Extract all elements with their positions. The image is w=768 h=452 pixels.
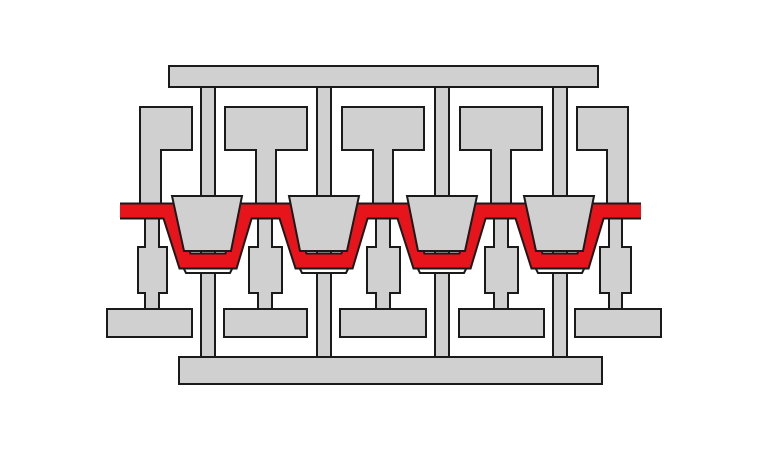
forming-die — [170, 195, 244, 252]
lower-plunger — [484, 215, 519, 310]
upper-punch — [341, 106, 425, 207]
lower-plunger — [137, 215, 168, 310]
upper-punch — [459, 106, 543, 207]
lower-plunger — [599, 215, 632, 310]
upper-punch — [224, 106, 308, 207]
lower-pad-base — [223, 308, 308, 338]
upper-punches — [224, 106, 543, 207]
lower-plungers — [137, 215, 632, 310]
formed-sheet-fill — [120, 204, 641, 268]
lower-press-plate — [178, 356, 603, 385]
lower-pad-base — [106, 308, 193, 338]
lower-pad-base — [339, 308, 427, 338]
lower-plunger — [366, 215, 401, 310]
forming-dies — [170, 195, 596, 252]
forming-die — [287, 195, 361, 252]
upper-press-plate — [168, 65, 599, 88]
right-side-hook — [576, 106, 629, 207]
lower-pads — [106, 308, 662, 338]
forming-die — [405, 195, 479, 252]
left-side-hook — [139, 106, 193, 207]
forming-die — [522, 195, 596, 252]
lower-plunger — [248, 215, 283, 310]
lower-pad-base — [574, 308, 662, 338]
lower-pad-base — [458, 308, 545, 338]
